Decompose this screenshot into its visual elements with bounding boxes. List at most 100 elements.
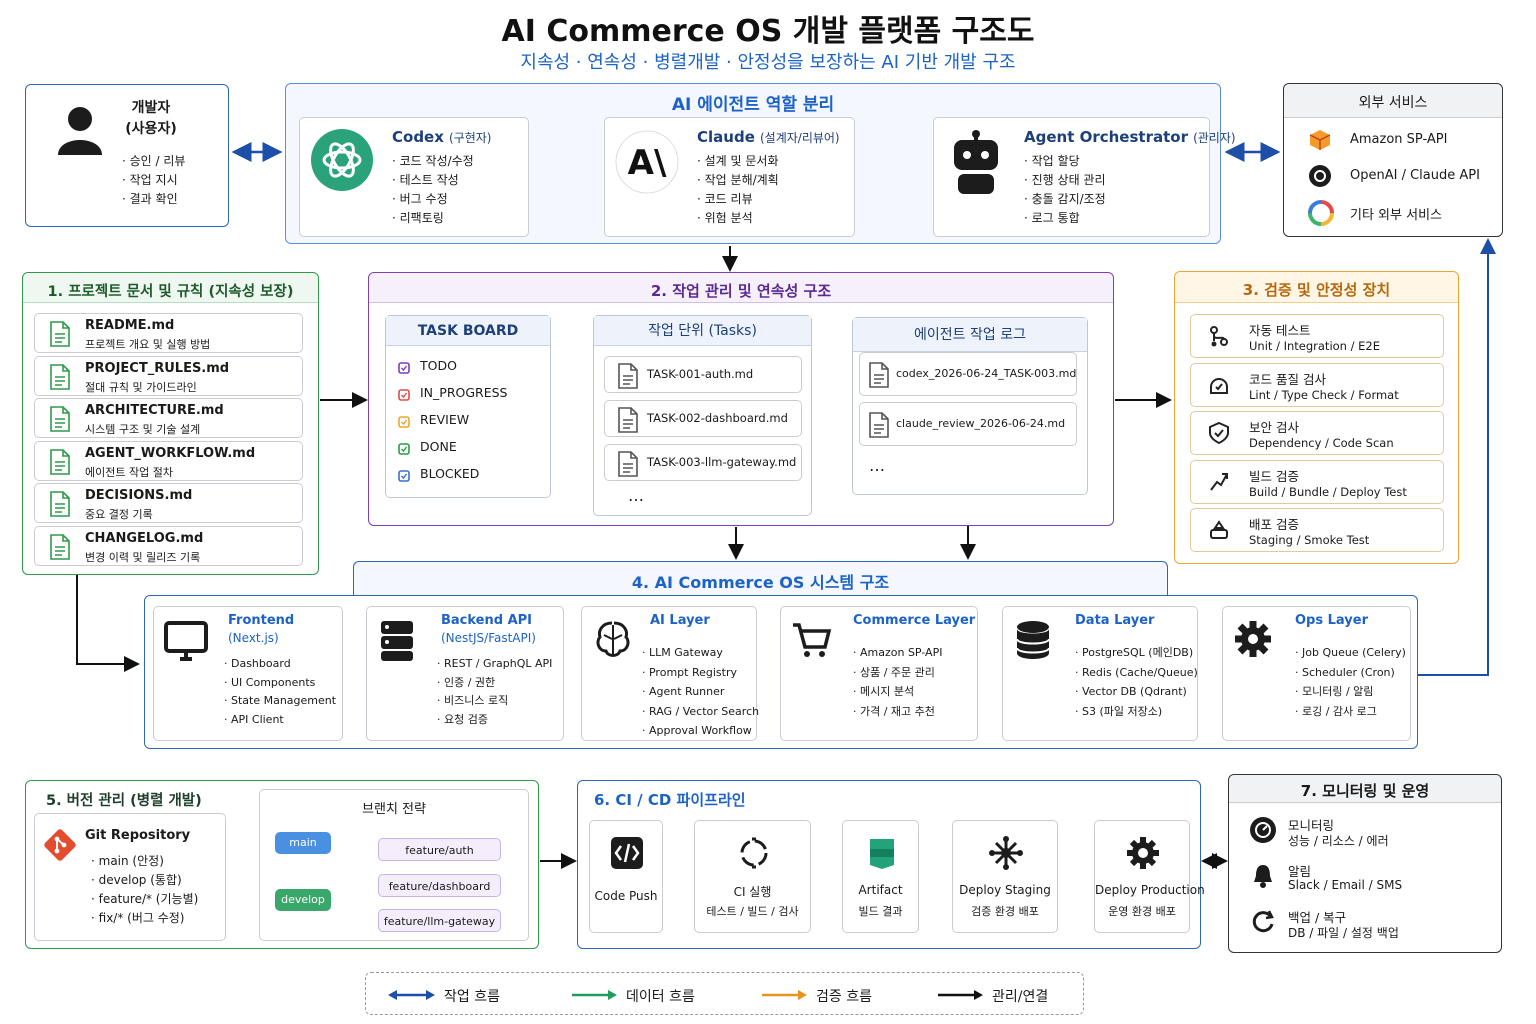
claude-role: (설계자/리뷰어) (759, 131, 840, 145)
document-icon (49, 406, 71, 436)
doc-name: CHANGELOG.md (85, 530, 204, 546)
doc-desc: 프로젝트 개요 및 실행 방법 (85, 338, 211, 351)
agent-logs-title: 에이전트 작업 로그 (853, 318, 1087, 352)
task-file[interactable]: TASK-001-auth.md (604, 356, 802, 393)
task-status[interactable]: REVIEW (420, 412, 470, 427)
file-icon (868, 362, 890, 392)
document-icon (49, 533, 71, 564)
monitor-name: 백업 / 복구 (1288, 910, 1347, 925)
document-icon (49, 448, 71, 479)
log-file[interactable]: codex_2026-06-24_TASK-003.md (859, 352, 1077, 396)
task-units-title: 작업 단위 (Tasks) (594, 316, 811, 346)
cicd-step-name: Deploy Production (1095, 883, 1205, 897)
claude-item: · 위험 분석 (697, 211, 753, 225)
layer-item: · Redis (Cache/Queue) (1075, 665, 1198, 679)
openai-icon (1309, 165, 1331, 187)
layer-item: · 요청 검증 (437, 712, 488, 726)
layer-item: · API Client (224, 712, 284, 726)
layer-item: · Agent Runner (642, 685, 725, 698)
system-layer-card[interactable]: Backend API(NestJS/FastAPI)· REST / Grap… (366, 606, 564, 741)
claude-item: · 설계 및 문서화 (697, 154, 779, 168)
branch-strategy-title: 브랜치 전략 (362, 802, 426, 817)
system-layer-card[interactable]: Data Layer· PostgreSQL (메인DB)· Redis (Ca… (1002, 606, 1198, 741)
task-status[interactable]: TODO (420, 358, 457, 373)
checkbox-icon (398, 386, 410, 405)
orchestrator-item: · 진행 상태 관리 (1024, 173, 1106, 187)
system-layer-card[interactable]: AI Layer· LLM Gateway· Prompt Registry· … (581, 606, 760, 741)
system-layer-card[interactable]: Ops Layer· Job Queue (Celery)· Scheduler… (1222, 606, 1411, 741)
task-file[interactable]: TASK-003-llm-gateway.md (604, 444, 802, 481)
task-status[interactable]: IN_PROGRESS (420, 385, 508, 400)
svg-text:A\: A\ (628, 143, 667, 183)
layer-item: · State Management (224, 694, 337, 707)
layer-item: · 모니터링 / 알림 (1295, 685, 1374, 698)
checkbox-icon (398, 359, 410, 378)
tasks-title: 2. 작업 관리 및 연속성 구조 (650, 282, 832, 300)
docs-title: 1. 프로젝트 문서 및 규칙 (지속성 보장) (47, 284, 294, 300)
monitor-desc: 성능 / 리소스 / 에러 (1288, 834, 1389, 848)
system-layer-card[interactable]: Commerce Layer· Amazon SP-API· 상품 / 주문 관… (780, 606, 978, 741)
git-title: 5. 버전 관리 (병렬 개발) (46, 793, 202, 809)
task-board-title: TASK BOARD (386, 316, 550, 346)
task-status[interactable]: DONE (420, 439, 457, 454)
codex-item: · 버그 수정 (392, 192, 448, 206)
cicd-step-name: Deploy Staging (959, 883, 1051, 897)
layer-item: · S3 (파일 저장소) (1075, 704, 1163, 718)
layer-item: · Dashboard (224, 657, 291, 670)
layer-item: · 상품 / 주문 관리 (853, 665, 935, 679)
verify-name: 빌드 검증 (1249, 468, 1299, 484)
legend-arrow-icon (570, 987, 618, 1006)
artifact-icon (864, 835, 900, 875)
gear-icon (1233, 619, 1277, 667)
layer-name: Backend API (441, 613, 533, 628)
monitor-name: 모니터링 (1288, 818, 1335, 833)
verify-desc: Build / Bundle / Deploy Test (1249, 484, 1407, 499)
verify-desc: Lint / Type Check / Format (1249, 387, 1399, 402)
branch-strategy-card: 브랜치 전략 main develop feature/auth feature… (259, 789, 529, 941)
layer-item: · Scheduler (Cron) (1295, 665, 1395, 679)
developer-title: 개발자 (131, 100, 171, 116)
monitoring-icon (1249, 816, 1277, 848)
layer-item: · RAG / Vector Search (642, 704, 760, 718)
page-title: AI Commerce OS 개발 플랫폼 구조도 (501, 14, 1035, 49)
verify-name: 보안 검사 (1249, 420, 1299, 435)
cicd-step-desc: 검증 환경 배포 (971, 905, 1039, 918)
layer-item: · 인증 / 권한 (437, 675, 496, 689)
log-file[interactable]: claude_review_2026-06-24.md (859, 402, 1077, 446)
openai-logo-icon (311, 129, 373, 191)
task-status[interactable]: BLOCKED (420, 466, 480, 481)
claude-name: Claude (697, 128, 755, 146)
system-title-tab: 4. AI Commerce OS 시스템 구조 (353, 561, 1168, 597)
layer-name: Ops Layer (1295, 613, 1368, 628)
developer-item: · 승인 / 리뷰 (122, 154, 186, 168)
cicd-step[interactable]: Code Push (589, 820, 663, 933)
verify-desc: Dependency / Code Scan (1249, 436, 1394, 450)
layer-item: · Approval Workflow (642, 724, 752, 737)
system-layer-card[interactable]: Frontend(Next.js)· Dashboard· UI Compone… (153, 606, 343, 741)
feature-branch: feature/llm-gateway (378, 909, 501, 932)
layer-item: · UI Components (224, 675, 316, 689)
verify-desc: Unit / Integration / E2E (1249, 339, 1380, 353)
puzzle-ring-icon (1308, 200, 1334, 226)
cicd-step[interactable]: Deploy Staging 검증 환경 배포 (952, 820, 1058, 933)
orchestrator-item: · 작업 할당 (1024, 154, 1080, 168)
external-item: 기타 외부 서비스 (1350, 208, 1442, 223)
task-file[interactable]: TASK-002-dashboard.md (604, 400, 802, 437)
server-icon (377, 619, 421, 667)
doc-name: ARCHITECTURE.md (85, 403, 224, 418)
code-quality-icon (1207, 373, 1231, 401)
